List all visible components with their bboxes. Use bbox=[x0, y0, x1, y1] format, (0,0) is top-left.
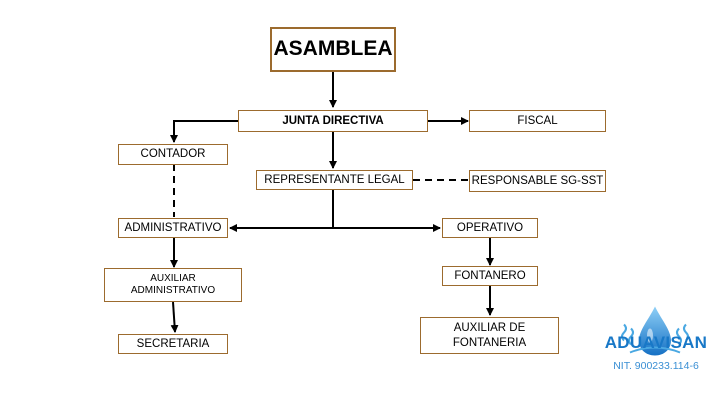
water-drop-logo-icon bbox=[621, 306, 689, 356]
node-auxiliar-administrativo: AUXILIAR ADMINISTRATIVO bbox=[104, 268, 242, 302]
nit-number: NIT. 900233.114-6 bbox=[613, 360, 699, 372]
edge-auxiliar-secretaria bbox=[170, 301, 179, 333]
node-junta-directiva: JUNTA DIRECTIVA bbox=[238, 110, 428, 132]
node-contador: CONTADOR bbox=[118, 144, 228, 165]
edge-junta-contador bbox=[170, 120, 239, 143]
node-auxiliar-fontaneria: AUXILIAR DE FONTANERIA bbox=[420, 317, 559, 354]
brand-name: ADUAVISAN bbox=[604, 333, 708, 352]
node-fontanero: FONTANERO bbox=[442, 266, 538, 286]
node-fiscal: FISCAL bbox=[469, 110, 606, 132]
node-responsable-sg-sst: RESPONSABLE SG-SST bbox=[469, 170, 606, 192]
node-representante-legal: REPRESENTANTE LEGAL bbox=[256, 170, 413, 190]
node-secretaria: SECRETARIA bbox=[118, 334, 228, 354]
node-administrativo: ADMINISTRATIVO bbox=[118, 218, 228, 238]
node-asamblea: ASAMBLEA bbox=[270, 27, 396, 72]
node-operativo: OPERATIVO bbox=[442, 218, 538, 238]
